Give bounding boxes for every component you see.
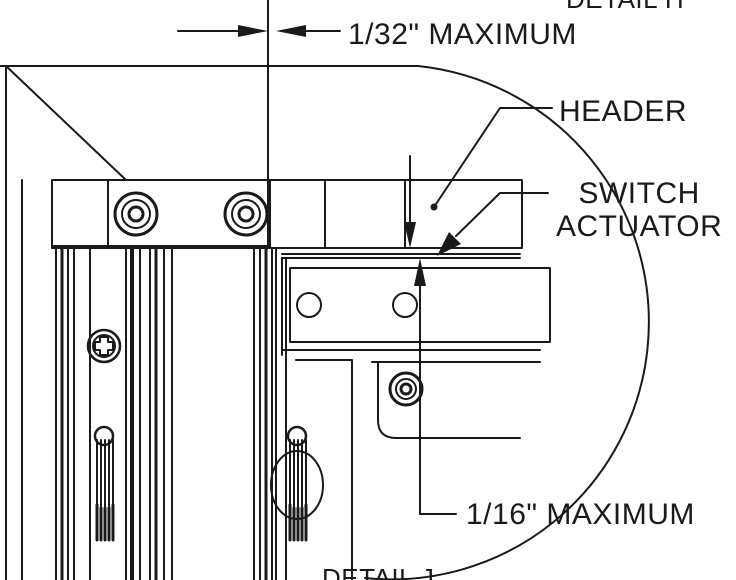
brush-strip-left [93, 425, 115, 542]
header-bar [51, 179, 523, 249]
dimension-1-32 [177, 0, 341, 247]
phillips-screw [86, 328, 122, 364]
switch-actuator-line-1: SWITCH [578, 177, 700, 210]
header-fastener-right [223, 191, 269, 237]
switch-actuator-plate [281, 253, 551, 356]
dimension-label-1-16: 1/16" MAXIMUM [466, 498, 695, 531]
corner-frame [0, 65, 419, 580]
header-fastener-left [113, 191, 159, 237]
header-callout-label: HEADER [559, 95, 688, 128]
dimension-label-1-32: 1/32" MAXIMUM [348, 18, 577, 51]
leader-switch-actuator [437, 192, 549, 256]
bracket-fastener [388, 371, 424, 407]
detail-label-top: DETAIL H [566, 0, 684, 15]
dimension-1-16 [404, 155, 457, 515]
leader-header [430, 107, 553, 211]
detail-label-bottom: DETAIL J [322, 563, 435, 580]
brush-strip-right [270, 425, 324, 542]
switch-actuator-callout-label: SWITCH ACTUATOR [556, 177, 722, 243]
lower-bracket [285, 355, 541, 580]
vertical-extrusion [55, 246, 277, 580]
switch-actuator-line-2: ACTUATOR [556, 210, 723, 243]
